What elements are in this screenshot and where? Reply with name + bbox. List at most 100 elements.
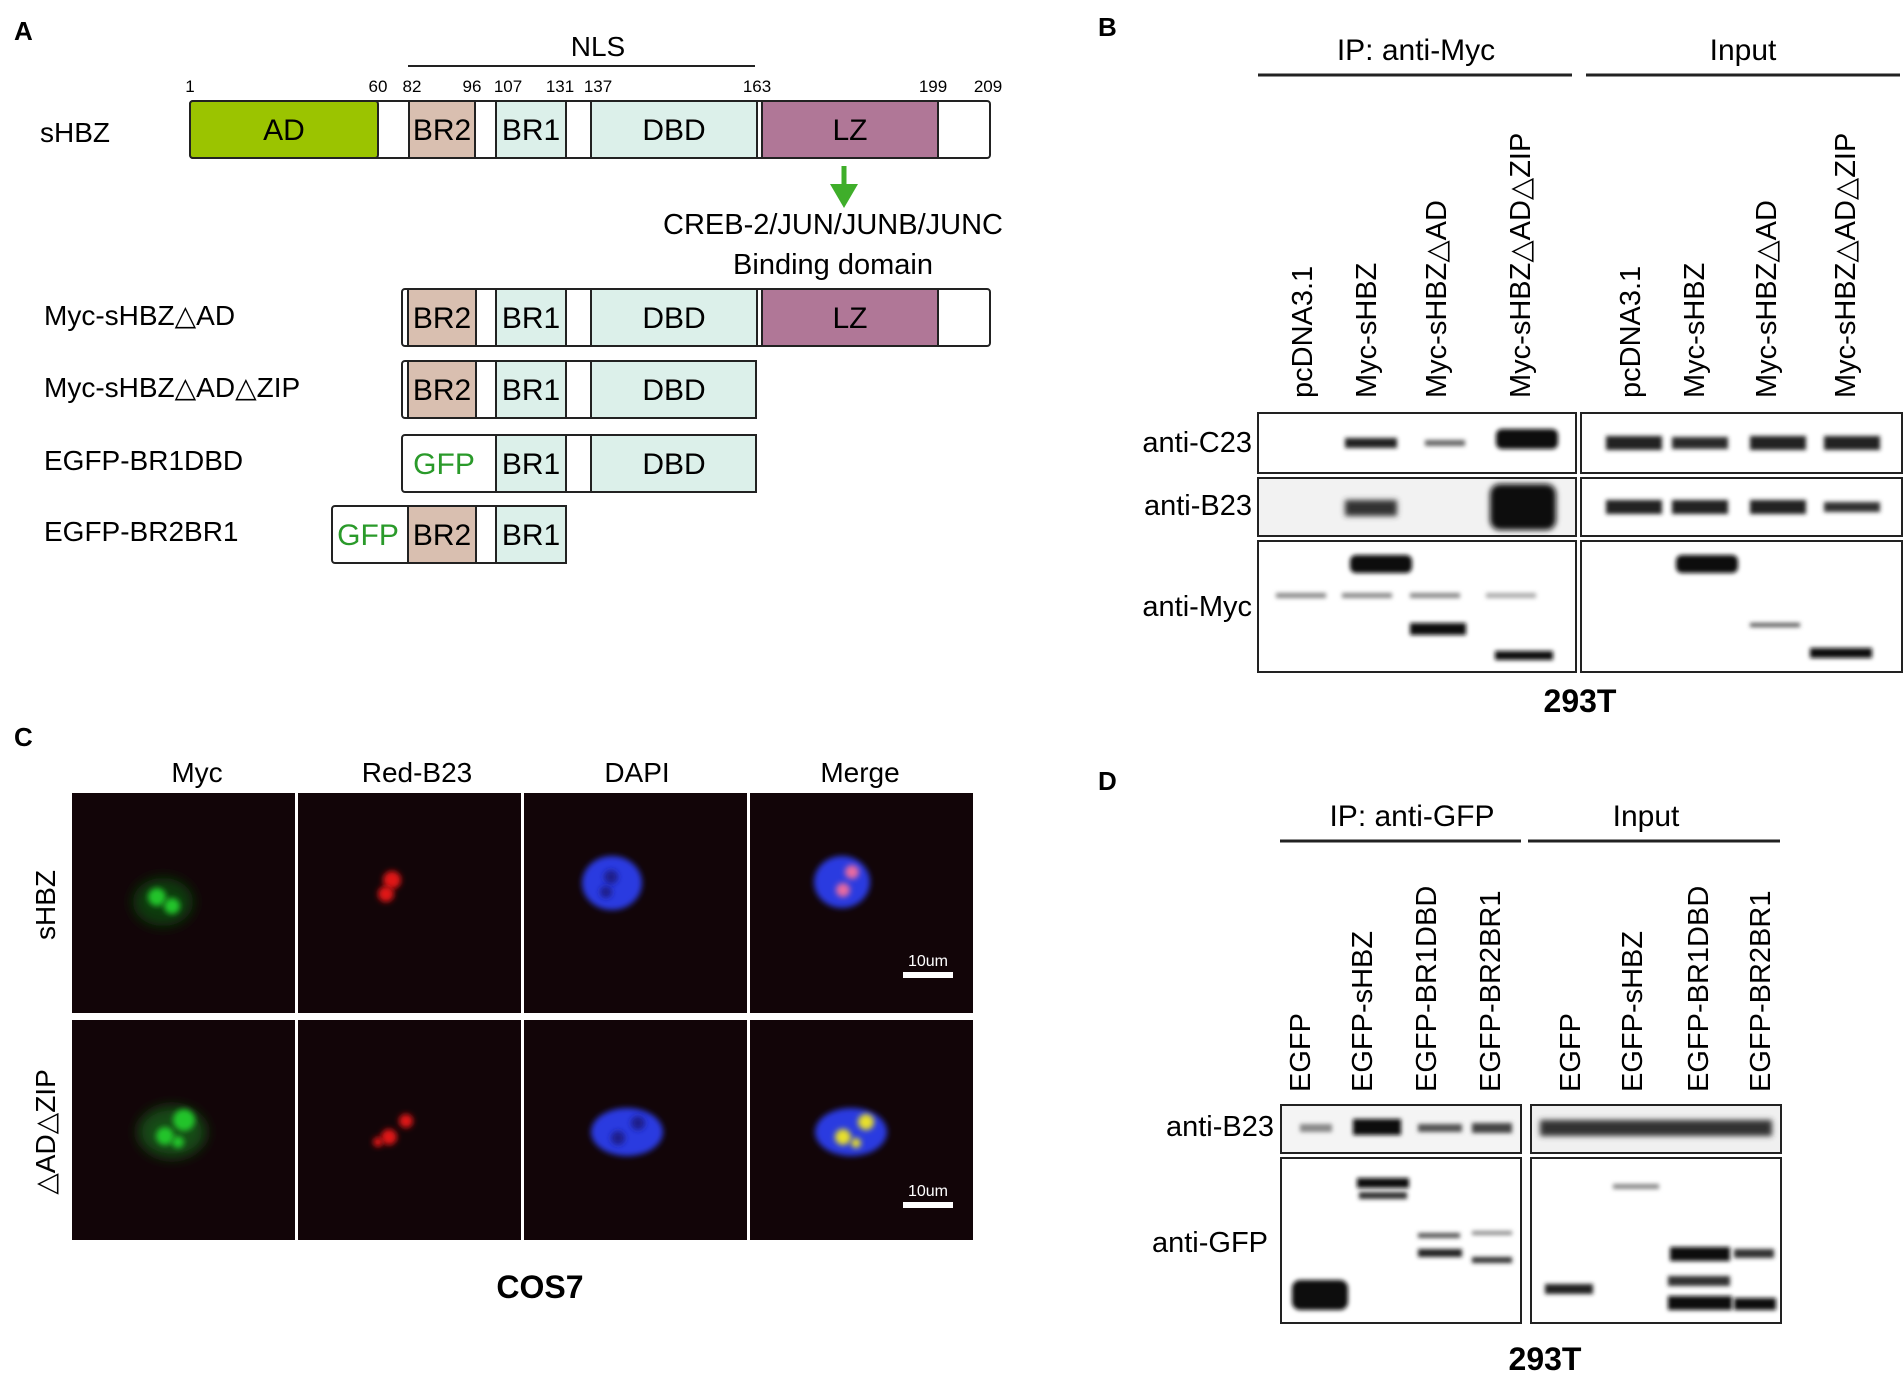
panel-c: C Myc Red-B23 DAPI Merge sHBZ △AD△ZIP 10… — [14, 722, 973, 1305]
blot-b23-input — [1580, 477, 1903, 537]
nucleolus-signal — [164, 898, 180, 914]
band — [1276, 593, 1326, 598]
band — [1353, 1119, 1401, 1135]
band — [1668, 1276, 1730, 1286]
nls-label: NLS — [571, 31, 625, 62]
domain-dbd — [590, 288, 758, 347]
band — [1486, 593, 1536, 598]
blot-myc-ip — [1257, 540, 1577, 673]
blot-label: anti-C23 — [1142, 427, 1252, 459]
micrograph-dapi — [524, 793, 747, 1013]
blot-myc-input — [1580, 540, 1903, 673]
merge-signal — [858, 1114, 874, 1130]
micrograph-red-b23 — [298, 793, 521, 1013]
merge-signal — [851, 1138, 861, 1148]
band — [1345, 438, 1397, 448]
band — [1750, 623, 1800, 627]
lane-label: Myc-sHBZ△AD△ZIP — [1505, 133, 1537, 398]
scale-bar — [903, 1202, 953, 1208]
lane-label: EGFP-sHBZ — [1617, 931, 1649, 1092]
construct-shbz: sHBZ AD BR2 BR1 DBD LZ — [40, 100, 991, 159]
domain-br1 — [495, 360, 567, 419]
micrograph-red-b23 — [298, 1020, 521, 1240]
micrograph-merge — [750, 793, 973, 1013]
band — [1676, 555, 1738, 573]
band — [1418, 1233, 1460, 1238]
band — [1418, 1124, 1462, 1132]
blot-b23-ip — [1257, 477, 1577, 537]
domain-label: BR2 — [413, 519, 471, 552]
domain-br1 — [495, 288, 567, 347]
band — [1824, 502, 1880, 512]
lane-label: Myc-sHBZ — [1679, 263, 1711, 398]
domain-br1 — [495, 434, 567, 493]
band — [1606, 436, 1662, 450]
blot-b23-input — [1530, 1104, 1782, 1154]
scale-bar-label: 10um — [908, 1183, 948, 1200]
nucleolus-dark — [611, 1131, 625, 1145]
merge-signal — [835, 1129, 851, 1145]
band — [1292, 1280, 1348, 1310]
cell-line-label: COS7 — [496, 1269, 583, 1305]
band — [1490, 484, 1556, 530]
panel-d-label: D — [1098, 766, 1117, 796]
band — [1496, 429, 1558, 449]
band — [1613, 1184, 1659, 1189]
binding-domain-line1: CREB-2/JUN/JUNB/JUNC — [663, 209, 1003, 241]
nucleolus-signal — [383, 871, 401, 889]
domain-label: DBD — [642, 374, 705, 407]
nucleolus-signal — [373, 1137, 383, 1147]
blot-gfp-ip — [1280, 1157, 1522, 1324]
blot-gfp-input — [1530, 1157, 1782, 1324]
lane-label: Myc-sHBZ△AD△ZIP — [1830, 133, 1862, 398]
domain-label: DBD — [642, 302, 705, 335]
domain-lz — [761, 100, 939, 159]
blot-c23-input — [1580, 412, 1903, 474]
nucleolus-signal — [148, 888, 166, 906]
domain-label: BR2 — [413, 114, 471, 147]
domain-label: BR1 — [502, 519, 560, 552]
domain-br1 — [495, 100, 567, 159]
scale-bar — [903, 972, 953, 978]
construct-name: Myc-sHBZ△AD△ZIP — [44, 372, 300, 403]
position-number: 131 — [546, 77, 574, 96]
domain-label: DBD — [642, 448, 705, 481]
lane-label: Myc-sHBZ△AD — [1421, 200, 1453, 398]
domain-lz — [761, 288, 939, 347]
ip-header: IP: anti-Myc — [1337, 34, 1495, 67]
panel-c-label: C — [14, 722, 33, 752]
lane-labels: pcDNA3.1 Myc-sHBZ Myc-sHBZ△AD Myc-sHBZ△A… — [1287, 133, 1862, 398]
domain-label-gfp: GFP — [413, 448, 475, 481]
construct-egfp-br2br1: EGFP-BR2BR1 GFP BR2 BR1 — [44, 505, 567, 564]
band — [1359, 1192, 1407, 1199]
position-number: 60 — [369, 77, 388, 96]
construct-name: sHBZ — [40, 117, 110, 148]
nucleolus-signal — [378, 886, 394, 902]
nucleolus-signal — [381, 1129, 397, 1145]
nucleolus-dark — [604, 870, 618, 884]
domain-label: BR2 — [413, 302, 471, 335]
channel-header: DAPI — [604, 757, 669, 788]
band — [1606, 500, 1662, 514]
lane-label: EGFP-BR2BR1 — [1475, 891, 1507, 1092]
band — [1350, 555, 1412, 573]
channel-header: Myc — [171, 757, 222, 788]
position-number: 82 — [403, 77, 422, 96]
band — [1495, 651, 1553, 660]
lane-label: Myc-sHBZ — [1351, 263, 1383, 398]
ip-header: IP: anti-GFP — [1329, 800, 1494, 833]
input-header: Input — [1613, 800, 1680, 833]
domain-label: AD — [263, 114, 305, 147]
band — [1672, 437, 1728, 449]
lane-label: EGFP-BR1DBD — [1683, 886, 1715, 1092]
domain-label: BR1 — [502, 302, 560, 335]
scale-bar-label: 10um — [908, 953, 948, 970]
band — [1734, 1249, 1774, 1258]
band — [1472, 1257, 1512, 1263]
domain-label: LZ — [832, 302, 867, 335]
domain-label-gfp: GFP — [337, 519, 399, 552]
lane-label: pcDNA3.1 — [1615, 266, 1647, 398]
domain-dbd — [590, 360, 757, 419]
band — [1545, 1284, 1593, 1294]
